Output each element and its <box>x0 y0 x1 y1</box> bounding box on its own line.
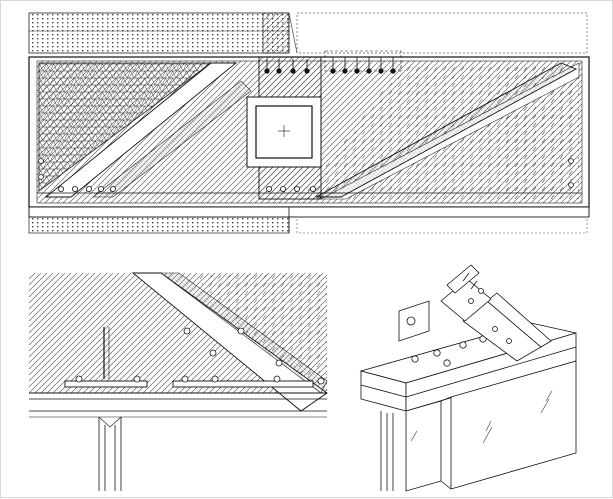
elevation-detail <box>28 12 590 234</box>
isometric-detail <box>359 264 577 492</box>
section-detail <box>29 272 328 491</box>
